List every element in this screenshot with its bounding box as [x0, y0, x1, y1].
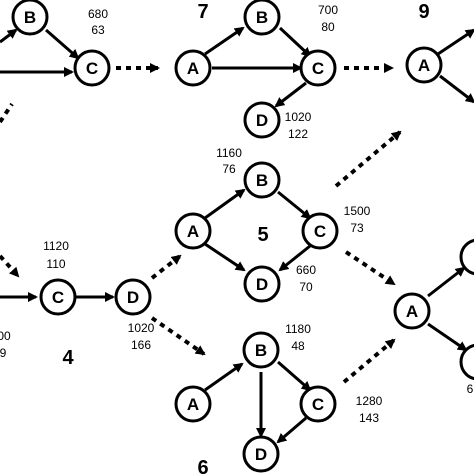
graph-number: 7 — [197, 1, 208, 23]
stat-value: 1180 — [285, 322, 311, 336]
node-A-graph9 — [405, 46, 443, 84]
stat-value: 76 — [222, 162, 236, 176]
node-offscreen-right-top — [459, 238, 474, 276]
edge-C-to-D — [276, 416, 307, 444]
edge-A-to-offscreen-top — [427, 266, 466, 298]
node-label: B — [255, 341, 267, 360]
node-C-top-left — [73, 49, 111, 87]
edge-A-to-B — [204, 188, 246, 220]
dotted-transitions — [0, 63, 402, 384]
stat-value: 143 — [359, 411, 379, 425]
edge-left-to-B — [0, 28, 18, 44]
edge-C-to-D — [274, 81, 307, 108]
node-D-graph4 — [114, 278, 152, 316]
stat-value: 1280 — [356, 394, 383, 408]
node-B-graph7 — [243, 0, 281, 36]
stat-value: 6 — [467, 382, 474, 396]
graph-number: 4 — [62, 347, 74, 369]
stat-value: 70 — [299, 280, 313, 294]
stat-value: 122 — [288, 127, 308, 141]
node-label: C — [86, 59, 98, 78]
node-C-graph6 — [299, 385, 337, 423]
node-B-top-left — [11, 0, 49, 36]
transition-offscreen-top-left — [0, 102, 14, 124]
edge-A-to-offscreen-top — [437, 28, 474, 56]
node-label: C — [314, 222, 326, 241]
transition-4-to-5 — [150, 254, 182, 280]
transition-6-to-right — [342, 338, 396, 384]
node-B-graph6 — [242, 331, 280, 369]
node-label: B — [24, 8, 36, 27]
node-D-graph6 — [242, 435, 280, 473]
edge-A-to-B — [204, 362, 244, 392]
node-A-right — [393, 292, 431, 330]
stat-value: 1020 — [128, 321, 155, 335]
node-label: A — [406, 302, 418, 321]
node-label: B — [256, 8, 268, 27]
stat-value: 73 — [350, 221, 364, 235]
node-C-graph5 — [301, 212, 339, 250]
stat-value: 680 — [88, 7, 108, 21]
edge-C-to-D — [278, 244, 311, 272]
edge-B-to-C — [277, 190, 312, 220]
stat-value: 00 — [0, 329, 11, 343]
transition-4-to-6 — [150, 316, 206, 356]
nodes — [11, 0, 474, 473]
stat-value: 660 — [296, 263, 316, 277]
node-label: C — [312, 395, 324, 414]
edge-B-to-C — [277, 360, 312, 392]
solid-edges — [0, 26, 474, 444]
node-D-graph7 — [243, 101, 281, 139]
node-B-graph5 — [243, 161, 281, 199]
node-label: A — [187, 59, 199, 78]
node-label: D — [256, 111, 268, 130]
stat-value: 1120 — [43, 239, 69, 253]
stat-value: 1500 — [344, 204, 371, 218]
edge-A-to-D — [204, 242, 246, 272]
edge-A-to-offscreen-bottom — [427, 322, 468, 352]
node-C-graph7 — [299, 49, 337, 87]
node-label: A — [187, 395, 199, 414]
stat-value: 48 — [291, 339, 305, 353]
stat-value: 80 — [321, 20, 335, 34]
edge-B-to-C — [278, 26, 312, 58]
stat-value: 9 — [0, 346, 7, 360]
node-label: D — [255, 445, 267, 464]
node-C-graph4 — [39, 278, 77, 316]
graph-number: 6 — [197, 457, 208, 474]
node-label: D — [127, 288, 139, 307]
stat-value: 700 — [318, 3, 338, 17]
node-label: D — [256, 275, 268, 294]
stat-value: 63 — [91, 23, 105, 37]
stat-labels: 680 63 700 80 1020 122 1160 76 1500 73 6… — [0, 3, 474, 425]
edge-A-to-offscreen-bottom — [439, 74, 474, 104]
node-letters: B C A B C D A A B C D C D A B C D A — [24, 8, 430, 464]
transition-5-to-right — [344, 250, 396, 286]
stat-value: 110 — [46, 257, 65, 271]
graph-number: 9 — [418, 1, 429, 23]
stat-value: 166 — [131, 338, 151, 352]
edge-A-to-B — [204, 26, 245, 56]
node-A-graph7 — [174, 49, 212, 87]
node-A-graph5 — [174, 212, 212, 250]
transition-offscreen-to-4 — [0, 254, 20, 278]
graph-numbers: 7 9 5 4 6 — [62, 1, 429, 474]
stat-value: 1020 — [285, 110, 312, 124]
transition-5-to-9 — [334, 130, 402, 188]
node-label: B — [256, 171, 268, 190]
graph-number: 5 — [257, 224, 268, 246]
node-label: A — [187, 222, 199, 241]
node-label: A — [418, 56, 430, 75]
node-A-graph6 — [174, 385, 212, 423]
node-offscreen-right-bottom — [459, 343, 474, 381]
edge-B-to-C — [45, 28, 80, 60]
stat-value: 1160 — [216, 146, 242, 160]
node-D-graph5 — [243, 265, 281, 303]
node-label: C — [52, 288, 64, 307]
node-label: C — [312, 59, 324, 78]
